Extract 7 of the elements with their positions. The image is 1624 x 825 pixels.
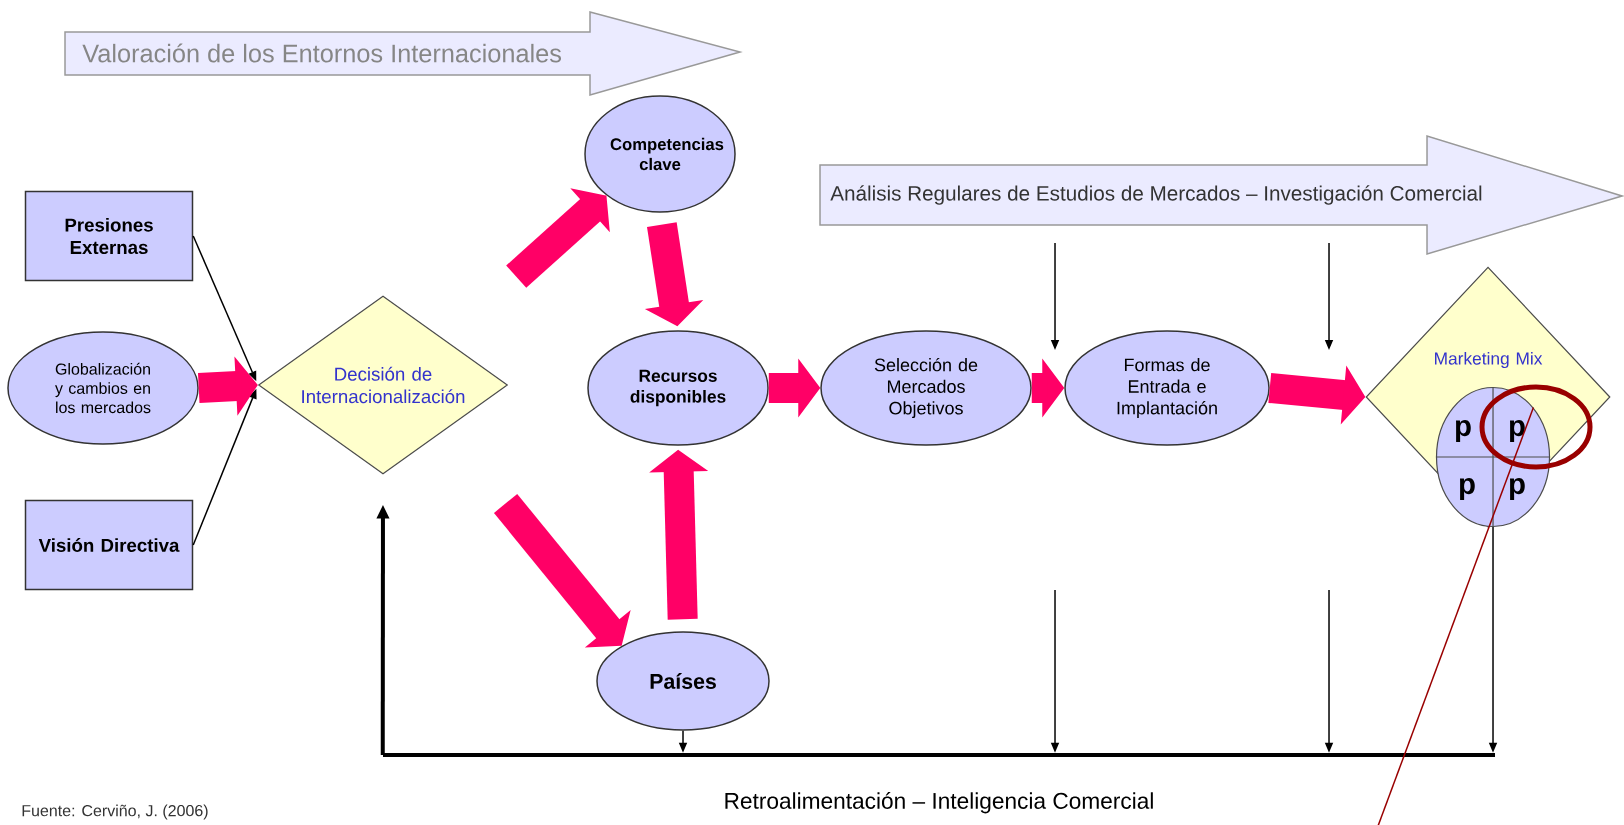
source-note: Fuente: Cerviño, J. (2006) bbox=[22, 804, 208, 820]
process-box: Visión Directiva bbox=[24, 499, 194, 591]
node-label: Retroalimentación – Inteligencia Comercial bbox=[725, 791, 1153, 814]
block-arrow bbox=[506, 188, 610, 288]
block-arrow bbox=[493, 493, 631, 648]
feedback-bar: Retroalimentación – Inteligencia Comercial bbox=[383, 753, 1495, 814]
process-box: Presiones Externas bbox=[24, 190, 194, 282]
